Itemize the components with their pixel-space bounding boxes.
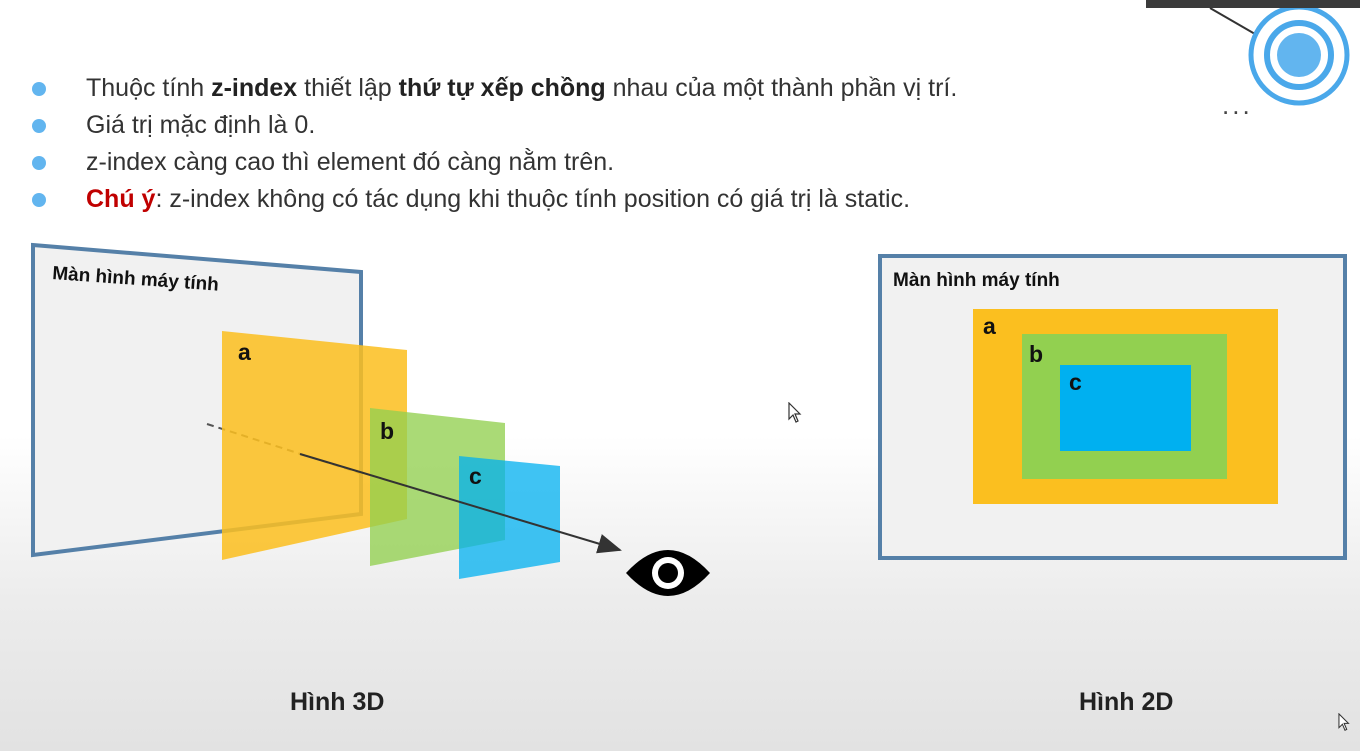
screen-label-2d: Màn hình máy tính bbox=[893, 270, 1060, 291]
layer-a-label-3d: a bbox=[238, 339, 251, 365]
caption-3d: Hình 3D bbox=[290, 688, 385, 716]
keyword-z-index: z-index bbox=[211, 74, 298, 102]
layer-c-label-3d: c bbox=[469, 463, 482, 489]
box-c-2d bbox=[1060, 365, 1191, 451]
figure-3d: Màn hình máy tính a b c bbox=[31, 242, 710, 596]
box-c-label-2d: c bbox=[1069, 369, 1082, 395]
eye-icon bbox=[626, 550, 710, 596]
presenter-badge[interactable] bbox=[1209, 4, 1350, 106]
note-label: Chú ý bbox=[86, 185, 156, 213]
bullet-item-3: z-index càng cao thì element đó càng nằm… bbox=[30, 144, 957, 181]
caption-2d: Hình 2D bbox=[1079, 688, 1174, 716]
mouse-cursor-icon-2 bbox=[1338, 713, 1350, 731]
box-b-label-2d: b bbox=[1029, 341, 1043, 367]
bullet-item-4: Chú ý: z-index không có tác dụng khi thu… bbox=[30, 181, 957, 218]
bullet-dot bbox=[32, 156, 46, 170]
bullet-list: Thuộc tính z-index thiết lập thứ tự xếp … bbox=[30, 70, 957, 218]
layer-a-3d bbox=[222, 331, 407, 560]
box-a-label-2d: a bbox=[983, 313, 996, 339]
webcam-strip bbox=[1146, 0, 1360, 8]
more-options-icon[interactable]: ... bbox=[1222, 90, 1253, 120]
mouse-cursor-icon bbox=[788, 402, 802, 423]
bullet-item-1: Thuộc tính z-index thiết lập thứ tự xếp … bbox=[30, 70, 957, 107]
keyword-stack-order: thứ tự xếp chồng bbox=[398, 74, 606, 102]
layer-b-label-3d: b bbox=[380, 418, 394, 444]
bullet-dot bbox=[32, 82, 46, 96]
bullet-dot bbox=[32, 119, 46, 133]
sightline-arrow bbox=[299, 453, 622, 554]
figure-2d: Màn hình máy tính a b c bbox=[878, 254, 1347, 560]
bullet-dot bbox=[32, 193, 46, 207]
bullet-item-2: Giá trị mặc định là 0. bbox=[30, 107, 957, 144]
